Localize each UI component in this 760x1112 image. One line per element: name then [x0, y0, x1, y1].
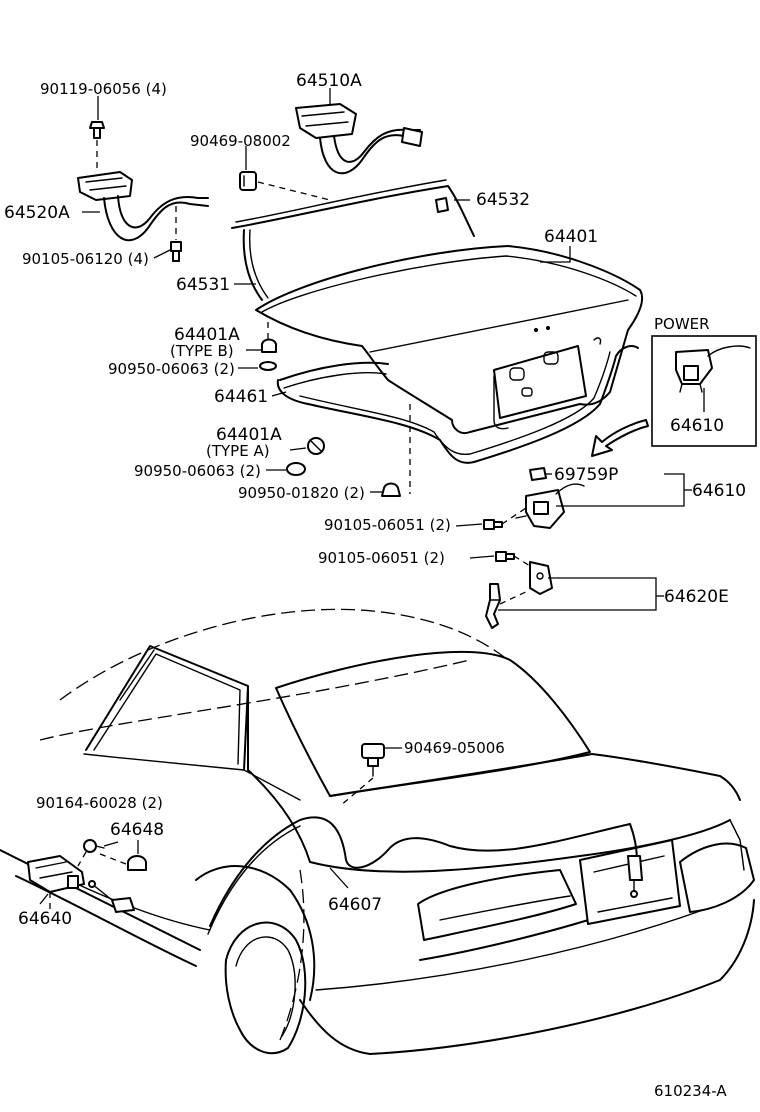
luggage-lid-part	[255, 245, 644, 434]
lock-assembly-part	[515, 483, 585, 529]
cushion-type-a-part	[286, 437, 325, 476]
label-clip-top: 90469-08002	[190, 132, 291, 150]
label-plug-1: 90950-06063 (2)	[108, 360, 235, 378]
label-plug-3: 90950-01820 (2)	[238, 484, 365, 502]
part-labels: 90119-06056 (4) 64510A 90469-08002 64520…	[4, 71, 746, 1100]
label-bushing: 69759P	[554, 465, 618, 485]
bolt-hinge-left-part	[170, 241, 182, 262]
label-striker: 64620E	[664, 587, 729, 607]
vehicle-body-illustration	[0, 608, 755, 1055]
opener-lever-part	[27, 855, 85, 910]
bolt-top-left-part	[89, 121, 105, 172]
label-bolt-top-left: 90119-06056 (4)	[40, 80, 167, 98]
label-hinge-left: 64520A	[4, 203, 70, 223]
plug-small-part	[381, 404, 411, 497]
label-luggage-lid: 64401	[544, 227, 598, 247]
label-bolt-hinge-left: 90105-06120 (4)	[22, 250, 149, 268]
torsion-bar-right-part	[231, 179, 475, 237]
label-cushion-a: 64401A	[216, 425, 282, 445]
label-cushion-a-type: (TYPE A)	[206, 442, 270, 460]
power-lock-inset	[651, 335, 757, 447]
label-screw-opener: 90164-60028 (2)	[36, 794, 163, 812]
label-weatherstrip: 64461	[214, 387, 268, 407]
torsion-bar-left-part	[242, 229, 269, 301]
bolt-lock-part	[483, 507, 527, 530]
label-cushion-b: 64401A	[174, 325, 240, 345]
clip-top-part	[239, 171, 331, 201]
power-arrow-icon	[591, 419, 649, 457]
label-power-lock: 64610	[670, 416, 724, 436]
label-torsion-bar-left: 64531	[176, 275, 230, 295]
opener-cover-part	[99, 853, 147, 871]
hinge-right-part	[295, 103, 423, 175]
label-opener-cover: 64648	[110, 820, 164, 840]
label-hinge-right: 64510A	[296, 71, 362, 91]
label-plug-2: 90950-06063 (2)	[134, 462, 261, 480]
bolt-striker-part	[495, 551, 531, 567]
label-bolt-lock: 90105-06051 (2)	[324, 516, 451, 534]
bushing-part	[529, 467, 552, 481]
label-torsion-bar-right: 64532	[476, 190, 530, 210]
screw-opener-part	[77, 839, 105, 867]
striker-part	[485, 561, 553, 629]
label-clip-cable: 90469-05006	[404, 739, 505, 757]
bracket-lines	[498, 473, 692, 611]
label-cable: 64607	[328, 895, 382, 915]
label-opener-lever: 64640	[18, 909, 72, 929]
hinge-left-part	[77, 171, 209, 242]
label-figure-code: 610234-A	[654, 1082, 727, 1100]
leader-lines	[39, 88, 705, 905]
label-bolt-striker: 90105-06051 (2)	[318, 549, 445, 567]
label-cushion-b-type: (TYPE B)	[170, 342, 234, 360]
cushion-type-b-part	[259, 338, 277, 371]
label-lock-assy: 64610	[692, 481, 746, 501]
weatherstrip-part	[276, 345, 639, 464]
label-power-title: POWER	[654, 315, 710, 333]
